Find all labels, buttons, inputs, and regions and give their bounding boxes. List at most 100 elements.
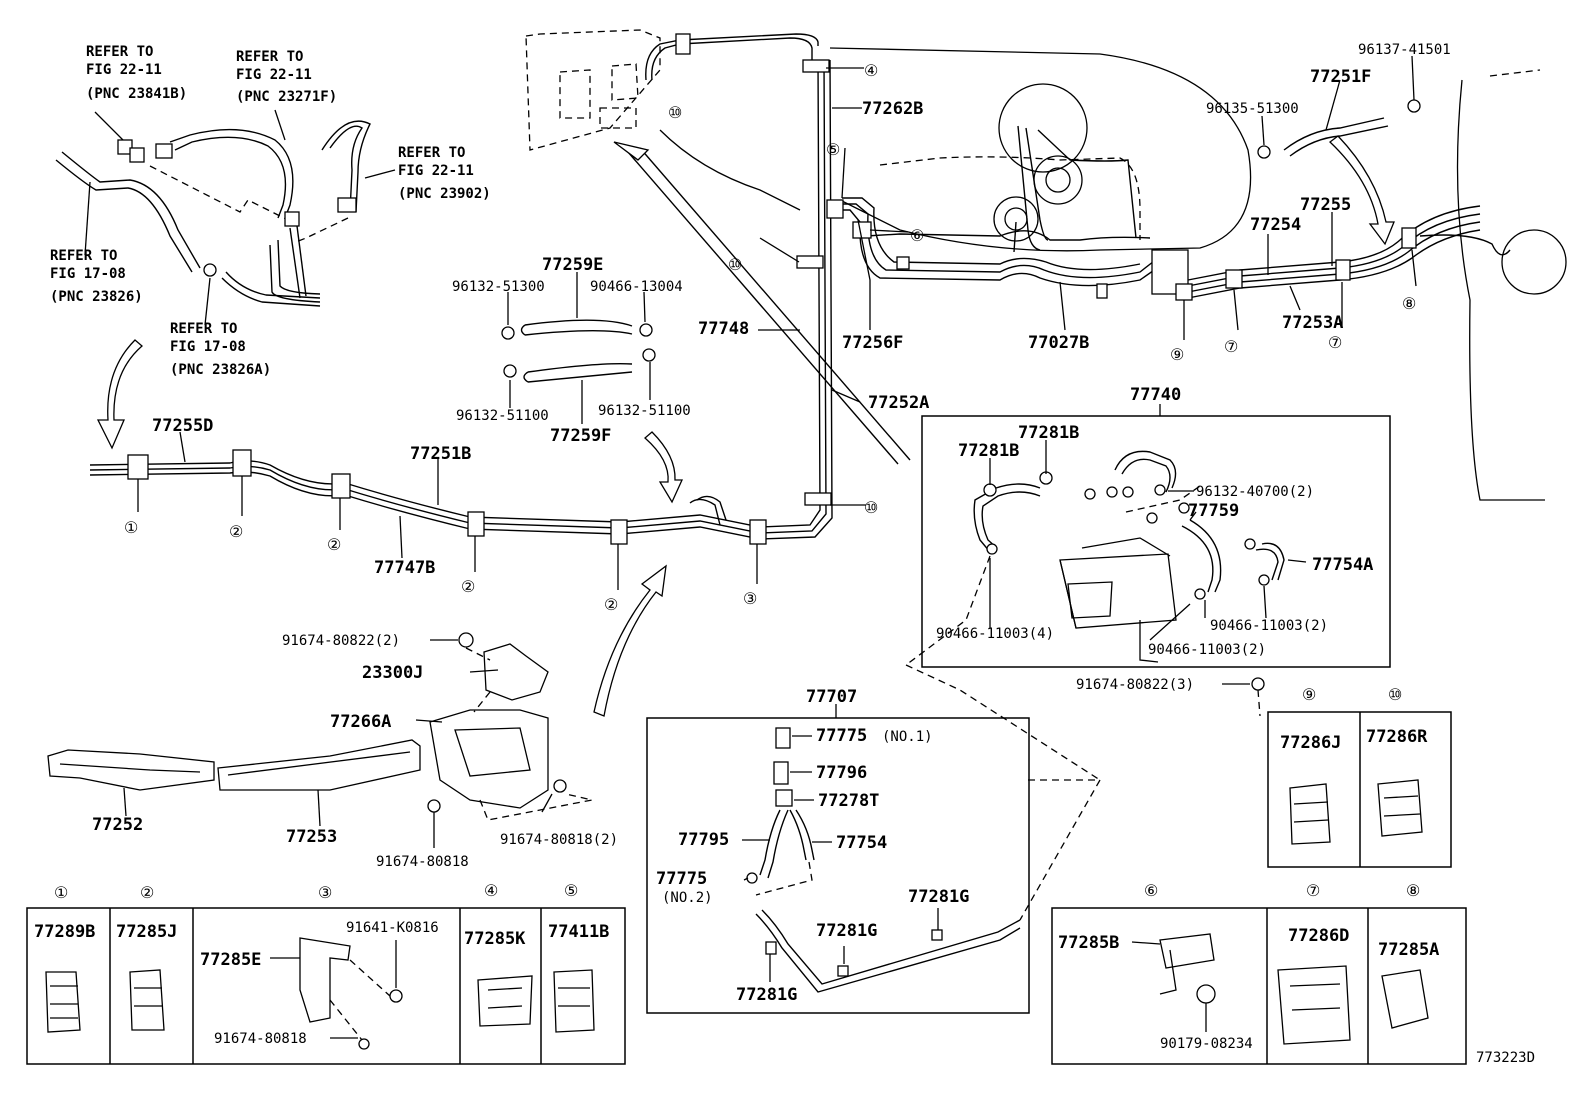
svg-text:77253: 77253 [286,827,337,847]
svg-text:23300J: 23300J [362,663,423,683]
svg-text:REFER TO: REFER TO [398,145,465,161]
svg-text:(PNC 23841B): (PNC 23841B) [86,86,187,102]
svg-text:77278T: 77278T [818,791,879,811]
svg-text:96135-51300: 96135-51300 [1206,101,1299,117]
fuel-tank-outline [525,29,1252,253]
svg-text:③: ③ [318,883,332,902]
part-labels: 77255D 77251B 77747B 77259E 96132-51300 … [34,42,1535,1066]
svg-text:①: ① [124,518,138,537]
ref-block-23902: REFER TO FIG 22-11 (PNC 23902) [398,145,491,202]
svg-text:91674-80818(2): 91674-80818(2) [500,832,618,848]
tank-hoses [826,147,1161,331]
callout-numbers: ① ② ② ② ② ③ ④ ⑤ ⑥ ⑦ ⑦ ⑧ ⑨ ⑩ ⑩ ⑩ ① ② ③ ④ … [54,61,1420,902]
svg-text:77411B: 77411B [548,922,609,942]
hoses-77259 [501,272,656,424]
svg-text:77281B: 77281B [958,441,1019,461]
svg-text:77285E: 77285E [200,950,261,970]
main-tube-bundle [89,33,833,545]
svg-text:77286R: 77286R [1366,727,1428,747]
svg-text:77748: 77748 [698,319,749,339]
svg-text:77254: 77254 [1250,215,1301,235]
leaders-left [137,67,866,590]
ref-block-23271F: REFER TO FIG 22-11 (PNC 23271F) [236,49,337,105]
svg-text:②: ② [229,522,243,541]
svg-text:77285B: 77285B [1058,933,1119,953]
top-left-hoses [55,109,396,326]
svg-text:77255D: 77255D [152,416,213,436]
svg-text:77281G: 77281G [816,921,877,941]
svg-text:96132-51100: 96132-51100 [598,403,691,419]
svg-text:REFER TO: REFER TO [86,44,153,60]
svg-text:FIG 22-11: FIG 22-11 [398,163,474,179]
svg-text:(PNC 23902): (PNC 23902) [398,186,491,202]
svg-text:77251B: 77251B [410,444,471,464]
svg-text:⑩: ⑩ [864,498,878,517]
svg-text:91641-K0816: 91641-K0816 [346,920,439,936]
svg-text:FIG 22-11: FIG 22-11 [236,67,312,83]
svg-text:⑧: ⑧ [1402,294,1416,313]
svg-text:77251F: 77251F [1310,67,1371,87]
svg-text:77255: 77255 [1300,195,1351,215]
svg-text:⑩: ⑩ [728,255,742,274]
svg-text:77759: 77759 [1188,501,1239,521]
svg-text:91674-80818: 91674-80818 [376,854,469,870]
panel-77740 [921,415,1391,668]
svg-text:(PNC 23826): (PNC 23826) [50,289,143,305]
svg-text:90179-08234: 90179-08234 [1160,1036,1253,1052]
svg-text:96132-51300: 96132-51300 [452,279,545,295]
svg-text:77289B: 77289B [34,922,95,942]
panel-77707 [646,717,1030,1014]
svg-text:(PNC 23826A): (PNC 23826A) [170,362,271,378]
svg-text:77027B: 77027B [1028,333,1089,353]
svg-text:90466-13004: 90466-13004 [590,279,683,295]
svg-text:②: ② [140,883,154,902]
svg-text:②: ② [327,535,341,554]
svg-text:②: ② [461,577,475,596]
svg-text:⑩: ⑩ [1388,685,1402,704]
canister-assembly [905,404,1307,666]
svg-text:77286J: 77286J [1280,733,1341,753]
ref-block-23826: REFER TO FIG 17-08 (PNC 23826) [50,248,143,305]
svg-text:96137-41501: 96137-41501 [1358,42,1451,58]
arrow-up-right [593,564,667,717]
right-bundle [1151,55,1567,501]
svg-text:⑨: ⑨ [1302,685,1316,704]
svg-text:77281G: 77281G [736,985,797,1005]
ref-block-23841B: REFER TO FIG 22-11 (PNC 23841B) [86,44,187,102]
svg-text:77256F: 77256F [842,333,903,353]
ref-block-23826A: REFER TO FIG 17-08 (PNC 23826A) [170,321,271,378]
hose-kit-77707 [742,704,1102,993]
svg-text:⑤: ⑤ [564,881,578,900]
clip-panels-left [26,907,626,1065]
svg-text:REFER TO: REFER TO [170,321,237,337]
svg-text:90466-11003(2): 90466-11003(2) [1210,618,1328,634]
arrow-center-down [644,431,684,504]
svg-text:77796: 77796 [816,763,867,783]
svg-text:77795: 77795 [678,830,729,850]
svg-text:⑨: ⑨ [1170,345,1184,364]
svg-text:⑤: ⑤ [826,140,840,159]
svg-text:90466-11003(4): 90466-11003(4) [936,626,1054,642]
svg-text:FIG 22-11: FIG 22-11 [86,62,162,78]
svg-text:77754: 77754 [836,833,887,853]
svg-text:(NO.2): (NO.2) [662,890,713,906]
svg-text:77252: 77252 [92,815,143,835]
svg-text:③: ③ [743,589,757,608]
guard-parts [47,632,593,848]
svg-text:91674-80818: 91674-80818 [214,1031,307,1047]
svg-text:①: ① [54,883,68,902]
svg-text:96132-51100: 96132-51100 [456,408,549,424]
svg-text:77253A: 77253A [1282,313,1343,333]
svg-text:FIG 17-08: FIG 17-08 [170,339,246,355]
svg-text:91674-80822(3): 91674-80822(3) [1076,677,1194,693]
svg-text:77281G: 77281G [908,887,969,907]
svg-text:77281B: 77281B [1018,423,1079,443]
svg-text:77754A: 77754A [1312,555,1373,575]
svg-text:773223D: 773223D [1476,1050,1535,1066]
svg-text:90466-11003(2): 90466-11003(2) [1148,642,1266,658]
svg-text:(NO.1): (NO.1) [882,729,933,745]
clip-panels-right [1051,711,1467,1065]
svg-text:77285A: 77285A [1378,940,1439,960]
svg-text:⑦: ⑦ [1224,337,1238,356]
